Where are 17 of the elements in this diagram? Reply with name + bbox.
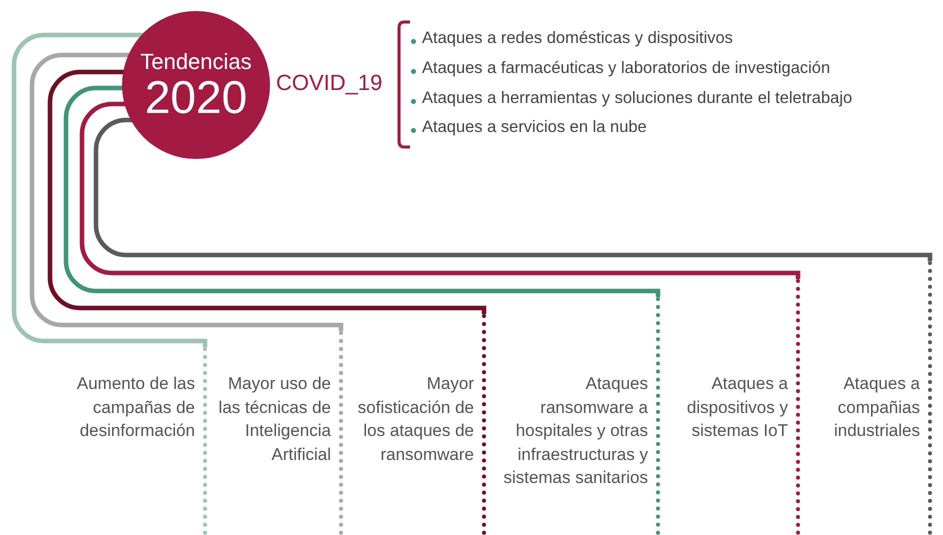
connector-line	[30, 52, 344, 332]
trend-text: Ataques ransomware a hospitales y otras infraestructuras y sistemas sanitarios	[502, 373, 648, 489]
trend-text: Aumento de las campañas de desinformación	[76, 373, 195, 442]
connector-line	[80, 102, 800, 280]
topic-label: COVID_19	[276, 70, 382, 96]
bullet-text: Ataques a farmacéuticas y laboratorios de investigación	[422, 59, 830, 78]
bullet-text: Ataques a servicios en la nube	[422, 118, 647, 137]
trend-text: Ataques a dispositivos y sistemas IoT	[686, 373, 788, 442]
connector-line	[94, 118, 932, 262]
title-text: Tendencias	[140, 50, 252, 74]
bullet-text: Ataques a redes domésticas y dispositivos	[422, 29, 733, 48]
trend-text: Mayor sofisticación de los ataques de ransomware	[356, 373, 474, 466]
trend-text: Ataques a compañias industriales	[833, 373, 920, 442]
year-text: 2020	[144, 74, 248, 120]
bullet-text: Ataques a herramientas y soluciones durante el teletrabajo	[422, 89, 852, 108]
connector-line	[12, 32, 208, 348]
trend-text: Mayor uso de las técnicas de Inteligencia Artificial	[218, 373, 331, 466]
